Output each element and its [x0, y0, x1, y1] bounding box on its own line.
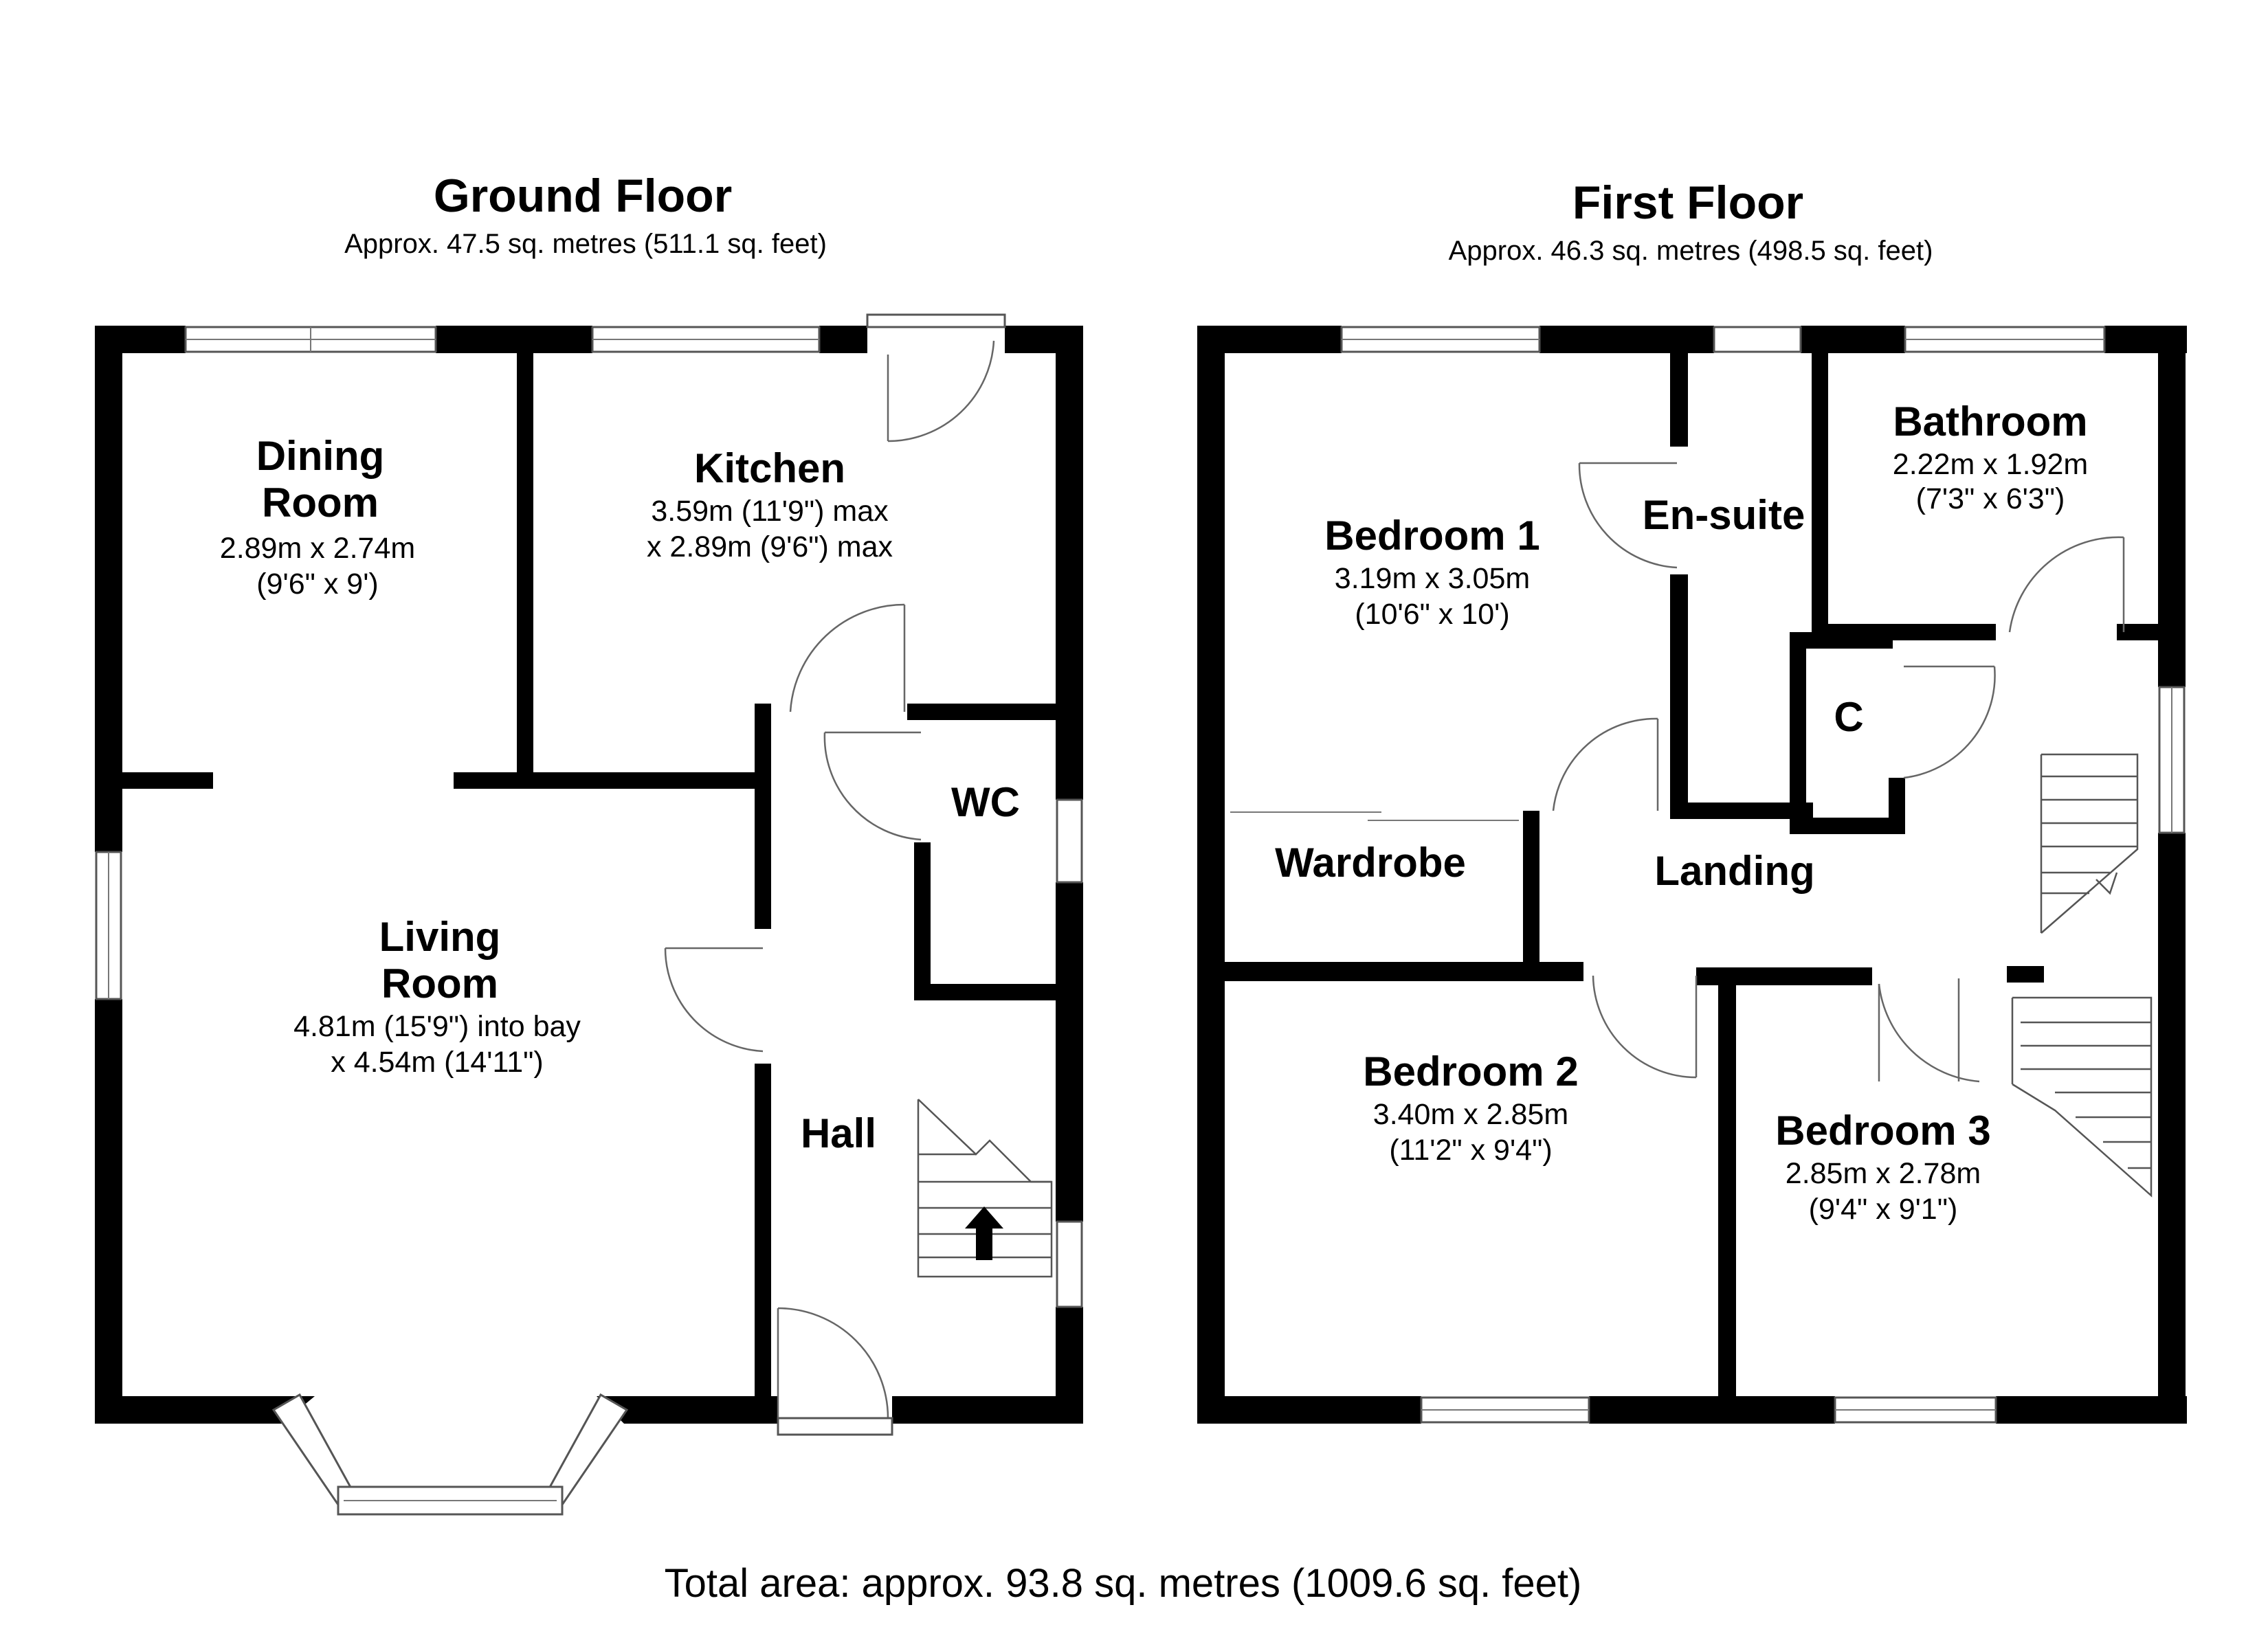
bedroom2-dims-imperial: (11'2" x 9'4")	[1389, 1134, 1552, 1167]
hall-name: Hall	[801, 1110, 876, 1156]
kitchen-dims-2: x 2.89m (9'6") max	[647, 530, 893, 563]
bedroom3-name: Bedroom 3	[1775, 1108, 1990, 1154]
first-floor-stairs	[2011, 753, 2153, 1198]
dining-name-2: Room	[262, 480, 379, 526]
room-cupboard: C	[1834, 694, 1863, 740]
dining-dims-imperial: (9'6" x 9')	[256, 568, 378, 601]
bedroom1-dims: 3.19m x 3.05m	[1335, 562, 1530, 595]
ground-floor-stairs	[917, 1099, 1053, 1278]
bedroom3-dims: 2.85m x 2.78m	[1786, 1157, 1981, 1190]
bedroom1-dims-imperial: (10'6" x 10')	[1355, 598, 1509, 631]
bedroom2-name: Bedroom 2	[1363, 1048, 1578, 1095]
living-name-2: Room	[381, 961, 498, 1007]
ground-floor-doors	[664, 340, 995, 1436]
cupboard-name: C	[1834, 694, 1863, 740]
room-wc: WC	[951, 779, 1020, 825]
room-kitchen: Kitchen 3.59m (11'9") max x 2.89m (9'6")…	[647, 445, 893, 563]
room-ensuite: En-suite	[1643, 492, 1805, 538]
room-landing: Landing	[1654, 848, 1814, 894]
ground-floor-plan: Ground Floor Approx. 47.5 sq. metres (51…	[93, 170, 1085, 1516]
room-wardrobe: Wardrobe	[1275, 840, 1466, 886]
room-bedroom1: Bedroom 1 3.19m x 3.05m (10'6" x 10')	[1324, 513, 1539, 631]
room-bedroom2: Bedroom 2 3.40m x 2.85m (11'2" x 9'4")	[1363, 1048, 1578, 1167]
living-dims-1: 4.81m (15'9") into bay	[293, 1010, 581, 1043]
bedroom2-dims: 3.40m x 2.85m	[1373, 1098, 1568, 1131]
room-living: Living Room 4.81m (15'9") into bay x 4.5…	[293, 914, 581, 1079]
ground-floor-walls	[95, 326, 1083, 1424]
first-floor-doors	[1552, 447, 2125, 1083]
room-bedroom3: Bedroom 3 2.85m x 2.78m (9'4" x 9'1")	[1775, 1108, 1990, 1226]
total-area: Total area: approx. 93.8 sq. metres (100…	[665, 1561, 1582, 1606]
ground-floor-area: Approx. 47.5 sq. metres (511.1 sq. feet)	[344, 229, 827, 259]
first-floor-plan: First Floor Approx. 46.3 sq. metres (498…	[1197, 177, 2187, 1425]
ground-floor-title: Ground Floor	[434, 170, 732, 222]
kitchen-dims-1: 3.59m (11'9") max	[651, 495, 889, 528]
ground-floor-windows	[93, 313, 1085, 1516]
landing-name: Landing	[1654, 848, 1814, 894]
first-floor-title: First Floor	[1572, 177, 1803, 229]
bedroom3-dims-imperial: (9'4" x 9'1")	[1809, 1193, 1958, 1226]
room-bathroom: Bathroom 2.22m x 1.92m (7'3" x 6'3")	[1893, 399, 2088, 515]
room-hall: Hall	[801, 1110, 876, 1156]
kitchen-name: Kitchen	[694, 445, 845, 491]
room-dining: Dining Room 2.89m x 2.74m (9'6" x 9')	[220, 433, 415, 601]
bathroom-dims-imperial: (7'3" x 6'3")	[1916, 482, 2065, 515]
bedroom1-name: Bedroom 1	[1324, 513, 1539, 559]
ensuite-name: En-suite	[1643, 492, 1805, 538]
dining-dims: 2.89m x 2.74m	[220, 532, 415, 565]
first-floor-windows	[1230, 324, 2187, 1425]
living-dims-2: x 4.54m (14'11")	[331, 1046, 543, 1079]
living-name-1: Living	[379, 914, 501, 960]
bathroom-name: Bathroom	[1893, 399, 2087, 445]
dining-name-1: Dining	[256, 433, 385, 479]
bathroom-dims: 2.22m x 1.92m	[1893, 448, 2088, 481]
first-floor-area: Approx. 46.3 sq. metres (498.5 sq. feet)	[1449, 236, 1933, 266]
wc-name: WC	[951, 779, 1020, 825]
wardrobe-name: Wardrobe	[1275, 840, 1466, 886]
